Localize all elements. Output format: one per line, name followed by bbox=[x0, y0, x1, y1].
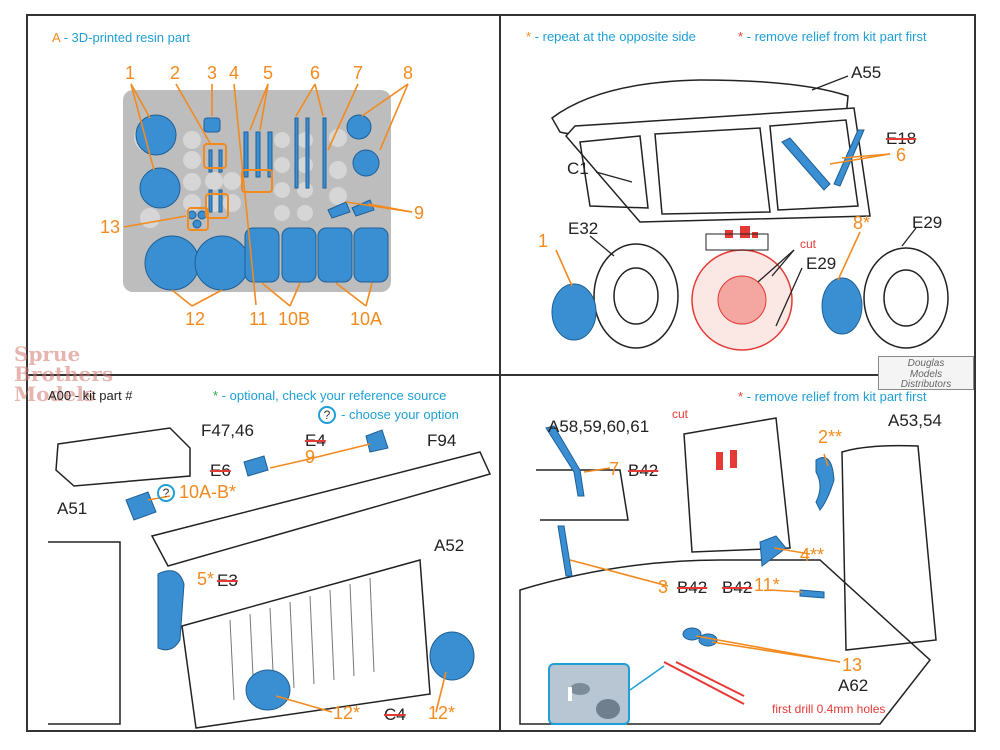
part-number-3: 3 bbox=[207, 63, 218, 83]
part-number-7: 7 bbox=[353, 63, 364, 83]
part-number-3-br: 3 bbox=[658, 577, 669, 597]
label-e29-wheel: E29 bbox=[912, 213, 943, 232]
part-number-13-br: 13 bbox=[842, 655, 863, 675]
bl-parts bbox=[125, 429, 475, 711]
part-number-12-bl-left: 12* bbox=[333, 703, 361, 723]
label-e18-crossed: E18 bbox=[886, 129, 917, 148]
cut-label-tr: cut bbox=[800, 237, 817, 251]
horizontal-divider bbox=[26, 374, 976, 376]
br-parts bbox=[545, 425, 835, 647]
part-number-8-tr: 8* bbox=[853, 213, 871, 233]
cut-label-br: cut bbox=[672, 407, 689, 421]
legend-optional: * - optional, check your reference sourc… bbox=[213, 388, 447, 403]
distributor-logo: Douglas Models Distributors bbox=[878, 356, 974, 390]
legend-kit-part: A00 - kit part # bbox=[48, 388, 133, 403]
label-f47-46: F47,46 bbox=[201, 421, 254, 440]
label-e32: E32 bbox=[568, 219, 599, 238]
vertical-divider bbox=[499, 14, 501, 732]
part-number-10a: 10A bbox=[350, 309, 383, 329]
grille-slats bbox=[229, 577, 375, 701]
part-number-9-bl: 9 bbox=[305, 447, 316, 467]
label-e6-crossed: E6 bbox=[210, 461, 231, 480]
wheel-hub-center bbox=[717, 275, 767, 325]
part-number-5: 5 bbox=[263, 63, 274, 83]
tr-pointers bbox=[589, 75, 917, 327]
legend-remove-relief: * - remove relief from kit part first bbox=[738, 29, 927, 44]
label-a51: A51 bbox=[57, 499, 88, 518]
detail-photo bbox=[548, 663, 630, 725]
part-number-11: 11 bbox=[249, 309, 268, 329]
legend-resin: A - 3D-printed resin part bbox=[52, 30, 191, 45]
part-number-10a-b: 10A-B* bbox=[179, 482, 237, 502]
tray-leader-lines bbox=[123, 83, 413, 307]
part-number-9: 9 bbox=[414, 203, 425, 223]
drill-rods bbox=[663, 661, 745, 705]
label-b42-crossed-right: B42 bbox=[722, 578, 753, 597]
part-number-11-br: 11* bbox=[754, 575, 780, 595]
bl-leader-lines bbox=[147, 443, 447, 713]
label-a52: A52 bbox=[434, 536, 465, 555]
cab-roof-drawing bbox=[551, 79, 871, 223]
part-number-4-br: 4** bbox=[800, 545, 825, 565]
part-number-13: 13 bbox=[100, 217, 121, 237]
label-a53-54: A53,54 bbox=[888, 411, 942, 430]
cut-block-outline bbox=[705, 233, 769, 251]
question-mark-icon-10ab: ? bbox=[157, 484, 175, 502]
label-c4-crossed: C4 bbox=[384, 705, 406, 724]
part-number-5-bl: 5* bbox=[197, 569, 215, 589]
legend-repeat: * - repeat at the opposite side bbox=[526, 29, 696, 44]
label-a58-61: A58,59,60,61 bbox=[548, 417, 650, 436]
label-a55: A55 bbox=[851, 63, 882, 82]
resin-parts bbox=[135, 114, 389, 291]
part-number-1-tr: 1 bbox=[538, 231, 549, 251]
tray-highlight-boxes bbox=[187, 143, 273, 231]
part-number-10b: 10B bbox=[278, 309, 311, 329]
photo-callout-line bbox=[629, 665, 665, 691]
part-number-4: 4 bbox=[229, 63, 240, 83]
part-number-2: 2 bbox=[170, 63, 181, 83]
part-number-12: 12 bbox=[185, 309, 206, 329]
part-number-7-br: 7 bbox=[609, 459, 620, 479]
br-leader-lines bbox=[569, 453, 841, 663]
label-e29-hub: E29 bbox=[806, 254, 837, 273]
part-number-6: 6 bbox=[310, 63, 321, 83]
br-drawing bbox=[519, 417, 937, 725]
tr-leader-lines bbox=[555, 153, 891, 287]
label-b42-crossed-top: B42 bbox=[628, 461, 659, 480]
label-f94: F94 bbox=[427, 431, 457, 450]
legend-choose-option: - choose your option bbox=[341, 407, 459, 422]
label-a62: A62 bbox=[838, 676, 869, 695]
label-b42-crossed-mid: B42 bbox=[677, 578, 708, 597]
part-number-6-tr: 6 bbox=[896, 145, 907, 165]
label-e3-crossed: E3 bbox=[217, 571, 238, 590]
part-number-1: 1 bbox=[125, 63, 136, 83]
tr-hubcaps bbox=[551, 277, 863, 341]
label-e4-crossed: E4 bbox=[305, 431, 326, 450]
part-number-8: 8 bbox=[403, 63, 414, 83]
question-mark-icon: ? bbox=[318, 406, 336, 424]
bl-drawing bbox=[48, 427, 492, 729]
part-number-12-bl-right: 12* bbox=[428, 703, 456, 723]
cut-markers-br bbox=[716, 450, 737, 470]
legend-remove-relief-br: * - remove relief from kit part first bbox=[738, 389, 927, 404]
label-c1: C1 bbox=[567, 159, 589, 178]
drill-note: first drill 0.4mm holes bbox=[772, 702, 886, 716]
tr-wheels bbox=[593, 243, 949, 349]
part-number-2-br: 2** bbox=[818, 427, 843, 447]
cut-markers-tr bbox=[725, 226, 758, 238]
